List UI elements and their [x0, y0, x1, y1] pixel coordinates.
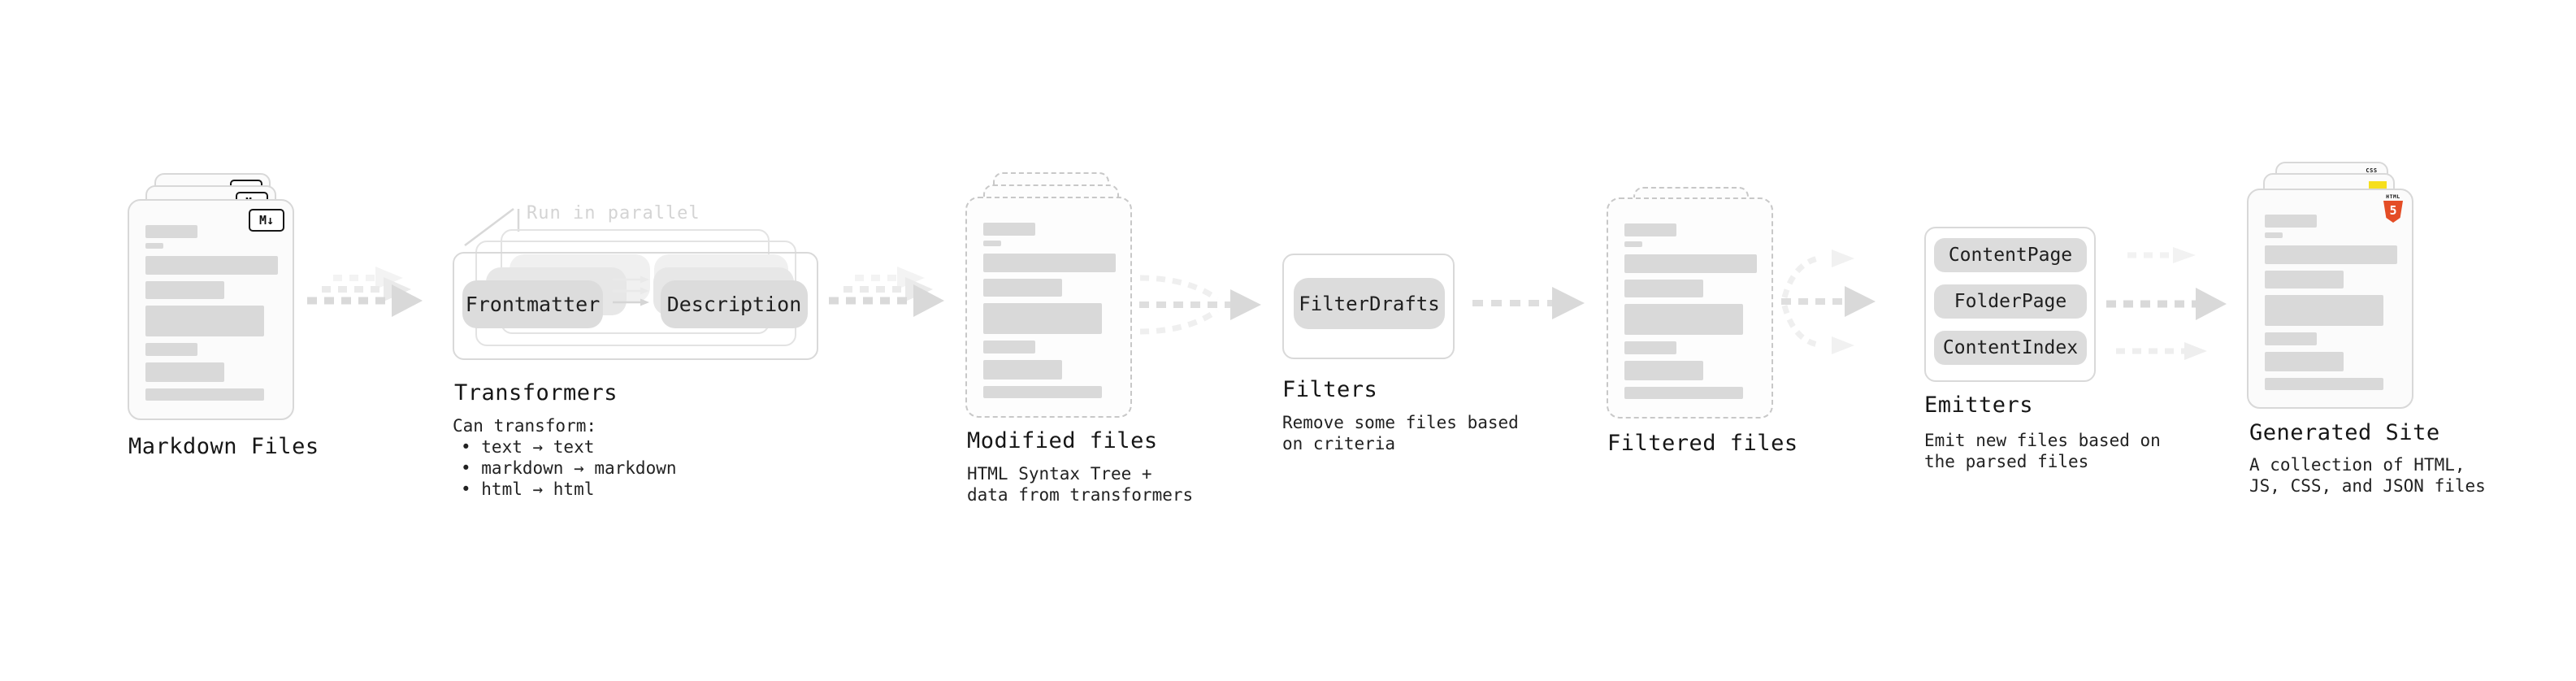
filterdrafts-pill: FilterDrafts: [1294, 278, 1445, 329]
transformer-bullet-html: • html → html: [461, 479, 595, 499]
doc-line-placeholder: [983, 386, 1102, 398]
generated-site-card: HTML 5: [2247, 189, 2413, 409]
doc-line-placeholder: [2265, 352, 2344, 371]
filtered-file-card: [1607, 197, 1773, 419]
run-in-parallel-leader-line: [464, 208, 520, 246]
doc-line-placeholder: [983, 223, 1035, 236]
transformers-description-heading: Can transform:: [453, 416, 597, 436]
doc-line-placeholder: [1624, 254, 1757, 273]
doc-line-placeholder: [145, 388, 264, 401]
modified-file-card: [965, 197, 1132, 418]
doc-line-placeholder: [1624, 387, 1743, 399]
doc-line-placeholder: [2265, 232, 2283, 238]
markdown-icon: M↓: [249, 209, 284, 232]
doc-line-placeholder: [2265, 271, 2344, 288]
filtered-files-title: Filtered files: [1607, 431, 1798, 456]
run-in-parallel-annotation: Run in parallel: [527, 203, 700, 223]
doc-line-placeholder: [145, 362, 224, 382]
doc-line-placeholder: [2265, 245, 2397, 264]
doc-line-placeholder: [983, 340, 1035, 354]
folderpage-pill: FolderPage: [1934, 284, 2087, 319]
doc-line-placeholder: [145, 281, 224, 299]
transformer-bullet-markdown: • markdown → markdown: [461, 458, 677, 478]
filters-subtitle: Remove some files based on criteria: [1282, 413, 1519, 453]
description-pill: Description: [661, 280, 808, 328]
markdown-file-card: M↓: [128, 199, 294, 420]
emitters-title: Emitters: [1924, 393, 2034, 418]
doc-line-placeholder: [1624, 223, 1676, 236]
generated-site-subtitle: A collection of HTML, JS, CSS, and JSON …: [2249, 455, 2486, 496]
doc-line-placeholder: [2265, 332, 2317, 345]
doc-line-placeholder: [983, 279, 1062, 297]
filters-title: Filters: [1282, 377, 1378, 402]
doc-line-placeholder: [983, 254, 1116, 272]
doc-line-placeholder: [145, 243, 163, 249]
doc-line-placeholder: [145, 256, 278, 275]
doc-line-placeholder: [1624, 280, 1703, 297]
contentpage-pill: ContentPage: [1934, 238, 2087, 272]
doc-line-placeholder: [145, 343, 197, 356]
doc-line-placeholder: [2265, 378, 2383, 390]
markdown-files-title: Markdown Files: [128, 434, 319, 459]
arrow-modified-to-filters: [1139, 275, 1261, 335]
modified-files-title: Modified files: [967, 428, 1158, 453]
arrow-emitters-to-generated: [2106, 247, 2227, 360]
doc-line-placeholder: [2265, 215, 2317, 228]
doc-line-placeholder: [1624, 241, 1642, 247]
arrow-transformers-to-modified: [829, 267, 944, 317]
doc-line-placeholder: [983, 303, 1102, 334]
doc-line-placeholder: [1624, 341, 1676, 354]
contentindex-pill: ContentIndex: [1934, 331, 2087, 365]
doc-line-placeholder: [983, 360, 1062, 380]
doc-line-placeholder: [145, 225, 197, 238]
arrow-markdown-to-transformers: [307, 267, 423, 317]
transformers-title: Transformers: [454, 380, 618, 406]
transformer-bullet-text: • text → text: [461, 437, 595, 457]
html5-icon: HTML 5: [2383, 194, 2404, 223]
doc-line-placeholder: [983, 241, 1001, 246]
arrow-filtered-to-emitters: [1781, 249, 1876, 354]
js-file-badge: [2369, 181, 2387, 190]
generated-site-title: Generated Site: [2249, 420, 2440, 445]
emitters-subtitle: Emit new files based on the parsed files: [1924, 431, 2161, 471]
transformer-io-arrows: [613, 275, 649, 306]
arrow-filters-to-filtered: [1472, 287, 1585, 319]
frontmatter-pill: Frontmatter: [462, 280, 603, 328]
modified-files-subtitle: HTML Syntax Tree + data from transformer…: [967, 464, 1194, 505]
doc-line-placeholder: [2265, 295, 2383, 326]
doc-line-placeholder: [145, 306, 264, 336]
doc-line-placeholder: [1624, 304, 1743, 335]
doc-line-placeholder: [1624, 361, 1703, 380]
transformers-box: [453, 252, 818, 360]
